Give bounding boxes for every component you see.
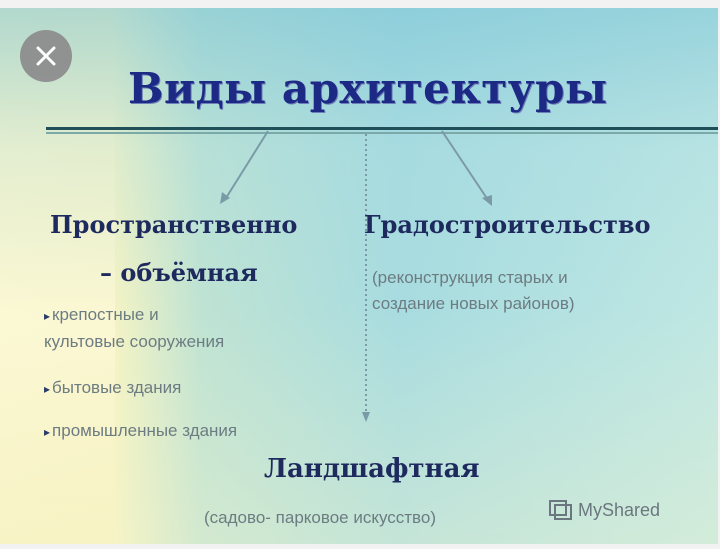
arrow-right (441, 130, 489, 201)
myshared-logo-icon (549, 500, 572, 520)
arrow-center-head (362, 412, 370, 422)
slide-title: Виды архитектуры (128, 64, 608, 113)
heading-spatial-volume-line2: – объёмная (100, 258, 258, 287)
urban-planning-note-line2: создание новых районов) (372, 294, 575, 313)
list-item: ▸крепостные и культовые сооружения (44, 302, 224, 355)
close-x-icon (36, 46, 56, 66)
bullet-text: крепостные и (52, 305, 159, 324)
bullet-text-line2: культовые сооружения (44, 332, 225, 351)
watermark: MyShared (548, 498, 660, 522)
bullet-arrow-icon: ▸ (44, 382, 51, 396)
close-button[interactable] (20, 30, 72, 82)
heading-landscape: Ландшафтная (264, 454, 480, 484)
arrow-left-head (220, 192, 230, 204)
bullet-text: бытовые здания (52, 378, 182, 397)
arrow-left (225, 130, 269, 199)
urban-planning-note-line1: (реконструкция старых и (372, 268, 568, 287)
title-underline (46, 127, 718, 130)
arrow-right-head (482, 195, 492, 206)
list-item: ▸бытовые здания (44, 375, 181, 402)
connector-arrows (220, 130, 492, 422)
bullet-text: промышленные здания (52, 421, 238, 440)
watermark-text: MyShared (578, 499, 661, 520)
slide-image: Виды архитектуры Пространственно – объём… (0, 8, 718, 544)
slide-gradient-overlay (0, 8, 718, 544)
heading-spatial-volume: Пространственно (50, 210, 298, 239)
bullet-arrow-icon: ▸ (44, 425, 51, 439)
bullet-arrow-icon: ▸ (44, 309, 51, 323)
list-item: ▸промышленные здания (44, 418, 237, 445)
heading-urban-planning: Градостроительство (364, 210, 651, 239)
landscape-note: (садово- парковое искусство) (204, 508, 437, 527)
title-underline-shadow (46, 132, 718, 134)
urban-planning-note: (реконструкция старых и создание новых р… (372, 265, 702, 317)
